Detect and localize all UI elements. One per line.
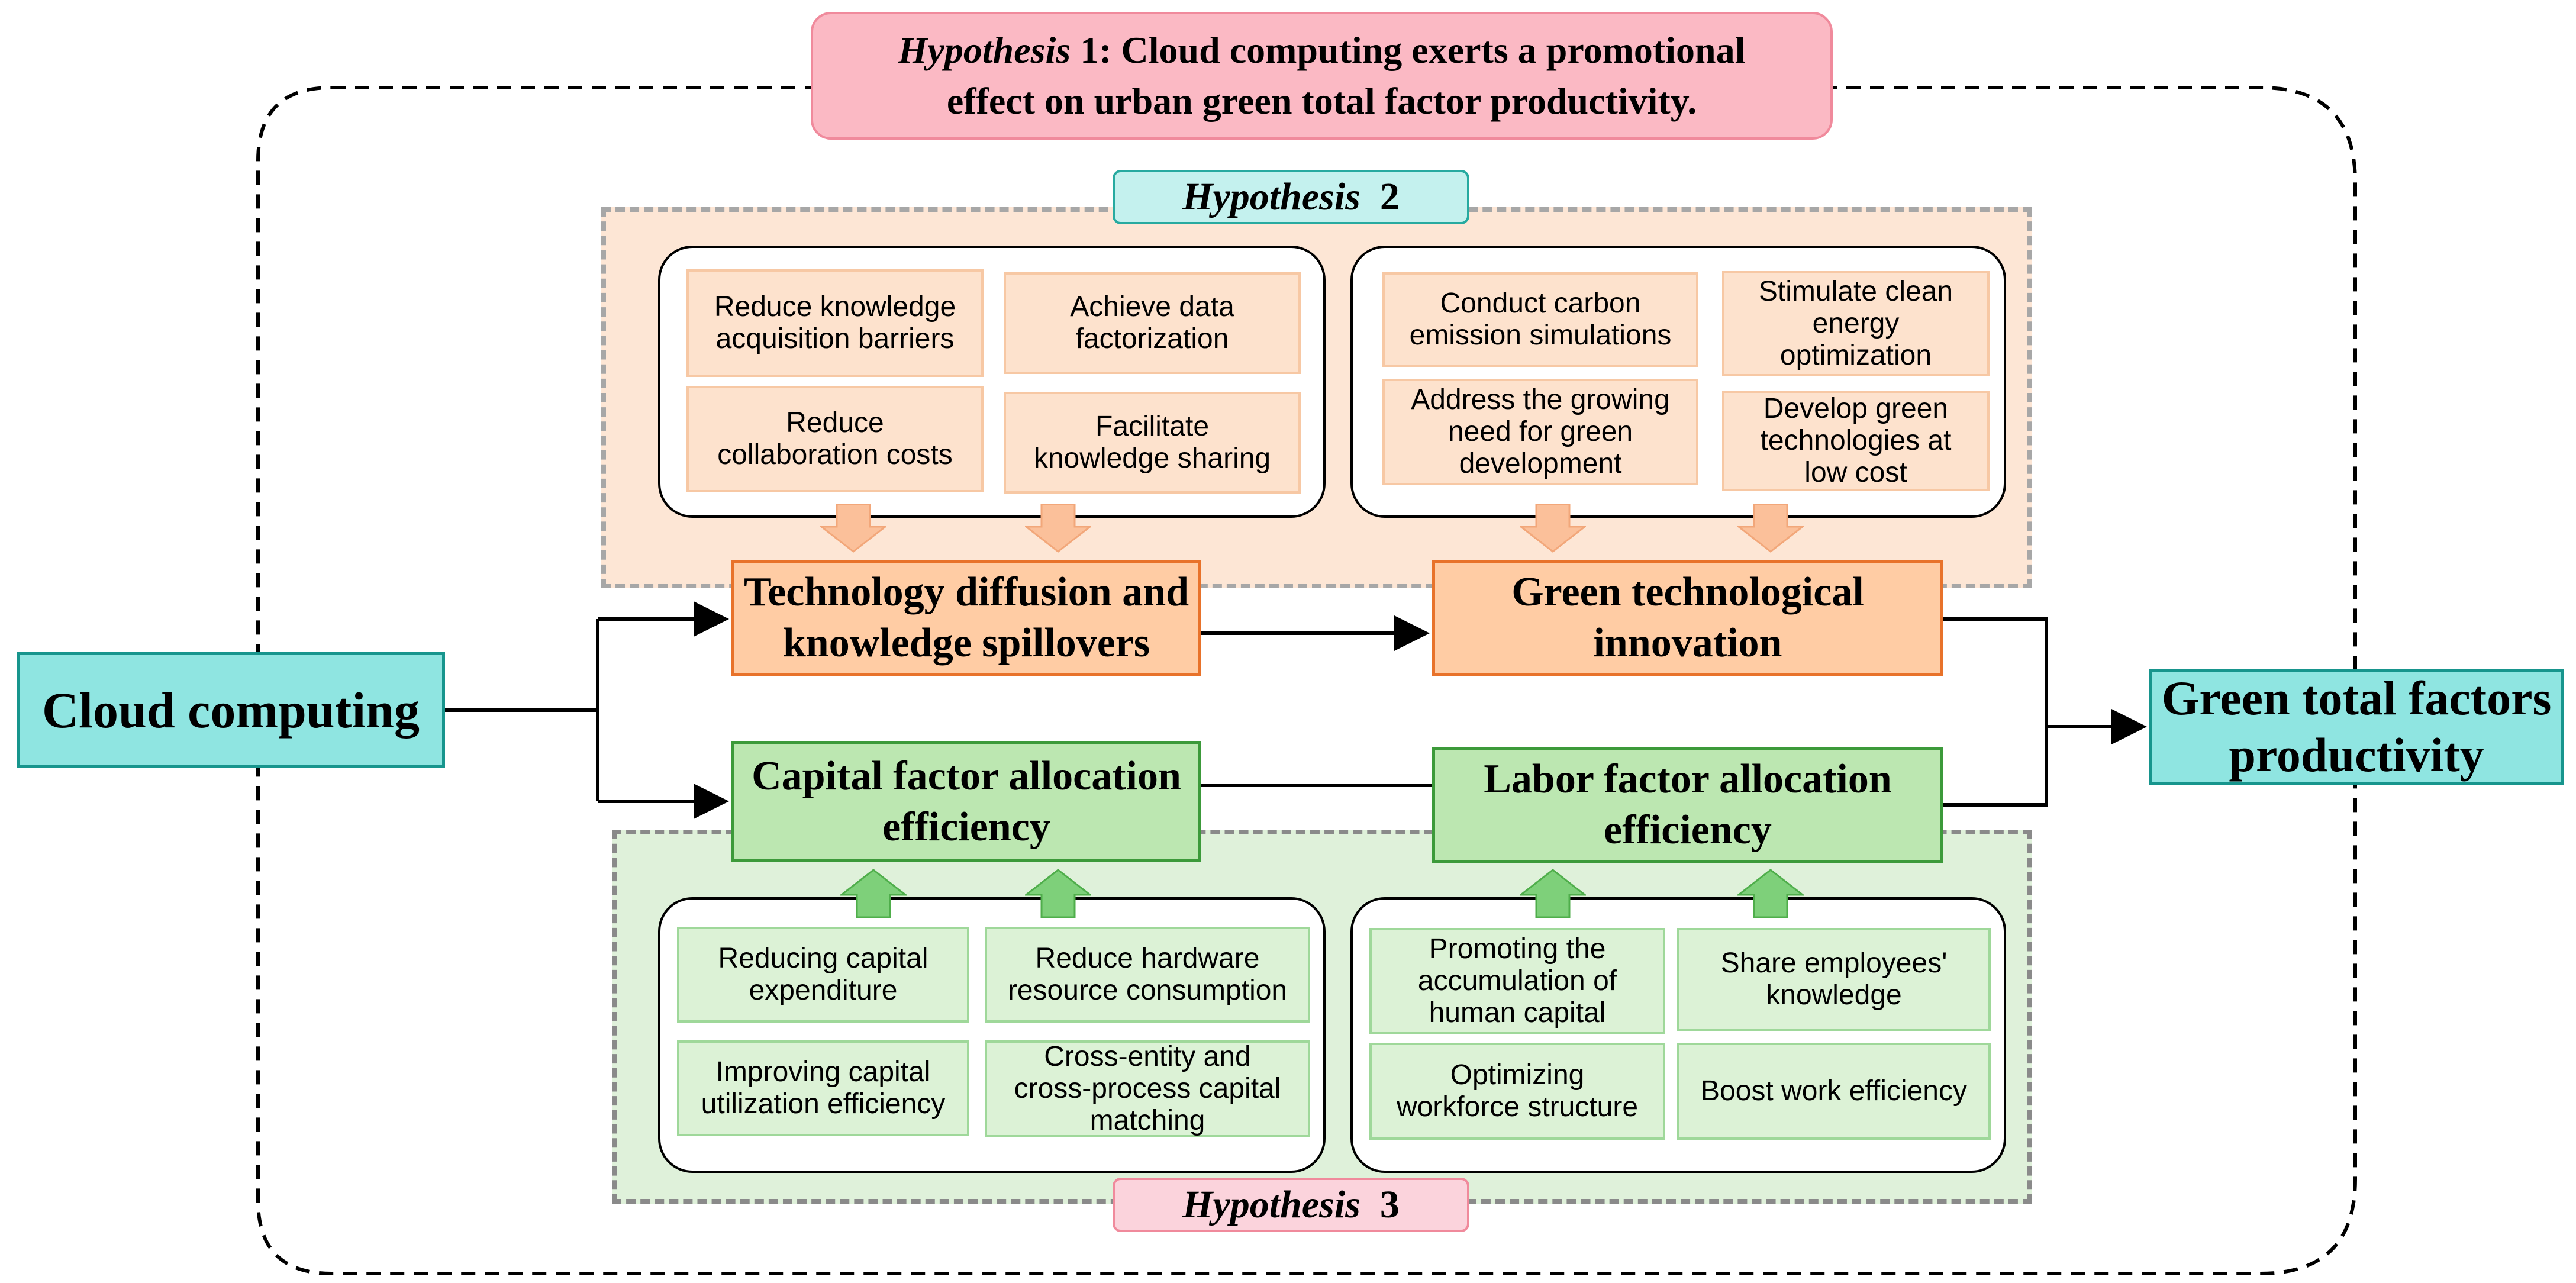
capital-allocation-label: Capital factor allocation bbox=[752, 753, 1181, 799]
down-arrow-icon bbox=[1025, 504, 1091, 553]
down-arrow-icon bbox=[1737, 504, 1804, 553]
mechanism-text: Reduce bbox=[786, 407, 884, 439]
mechanism-box: Share employees'knowledge bbox=[1677, 928, 1991, 1031]
labor-allocation-label: efficiency bbox=[1604, 807, 1772, 853]
mechanism-text: cross-process capital bbox=[1014, 1073, 1281, 1104]
mechanism-text: Reducing capital bbox=[718, 943, 928, 974]
connector-green-innovation-out bbox=[1943, 617, 2048, 727]
hypothesis-text: : Cloud computing exerts a promotional bbox=[1099, 29, 1746, 71]
mechanism-text: Reduce knowledge bbox=[714, 291, 956, 323]
technology-diffusion-node: Technology diffusion and knowledge spillo… bbox=[731, 560, 1201, 676]
mechanism-text: development bbox=[1459, 448, 1622, 479]
mechanism-text: emission simulations bbox=[1409, 320, 1672, 351]
down-arrow-icon bbox=[1520, 504, 1586, 553]
up-arrow-icon bbox=[840, 869, 907, 918]
up-arrow-icon bbox=[1025, 869, 1091, 918]
mechanism-text: Boost work efficiency bbox=[1701, 1075, 1967, 1107]
mechanism-text: need for green bbox=[1447, 416, 1633, 447]
mechanism-text: matching bbox=[1089, 1105, 1205, 1136]
capital-allocation-node: Capital factor allocation efficiency bbox=[731, 741, 1201, 862]
mechanism-text: Achieve data bbox=[1070, 291, 1234, 323]
mechanism-text: Share employees' bbox=[1720, 947, 1948, 979]
labor-allocation-label: Labor factor allocation bbox=[1484, 756, 1892, 802]
mechanism-text: Optimizing bbox=[1450, 1059, 1585, 1091]
hypothesis-2-label: Hypothesis 2 bbox=[1113, 170, 1469, 224]
mechanism-text: factorization bbox=[1075, 323, 1229, 354]
hypothesis-3-label: Hypothesis 3 bbox=[1113, 1178, 1469, 1232]
mechanism-text: Reduce hardware bbox=[1035, 943, 1260, 974]
green-tfp-label: Green total factors bbox=[2161, 671, 2552, 725]
mechanism-text: utilization efficiency bbox=[701, 1088, 946, 1120]
mechanism-box: Boost work efficiency bbox=[1677, 1043, 1991, 1140]
cloud-computing-label: Cloud computing bbox=[42, 682, 420, 739]
hypothesis-1-label: Hypothesis 1: Cloud computing exerts a p… bbox=[811, 12, 1833, 140]
labor-allocation-node: Labor factor allocation efficiency bbox=[1432, 747, 1943, 863]
green-innovation-node: Green technological innovation bbox=[1432, 560, 1943, 676]
mechanism-text: knowledge sharing bbox=[1033, 443, 1271, 474]
up-arrow-icon bbox=[1520, 869, 1586, 918]
mechanism-text: optimization bbox=[1779, 340, 1932, 371]
mechanism-text: workforce structure bbox=[1396, 1091, 1639, 1123]
mechanism-text: collaboration costs bbox=[717, 439, 953, 470]
mechanism-text: energy bbox=[1812, 308, 1900, 339]
mechanism-text: knowledge bbox=[1766, 979, 1902, 1011]
mechanism-text: resource consumption bbox=[1007, 975, 1288, 1006]
mechanism-text: human capital bbox=[1429, 997, 1606, 1029]
cloud-computing-node: Cloud computing bbox=[17, 652, 445, 768]
mechanism-text: Stimulate clean bbox=[1758, 276, 1953, 307]
hypothesis-1-frame bbox=[256, 86, 2357, 1275]
hypothesis-number: 2 bbox=[1379, 175, 1400, 218]
hypothesis-word: Hypothesis bbox=[1182, 175, 1360, 218]
green-innovation-label: innovation bbox=[1593, 620, 1782, 666]
down-arrow-icon bbox=[820, 504, 886, 553]
up-arrow-icon bbox=[1737, 869, 1804, 918]
mechanism-text: Promoting the bbox=[1429, 933, 1606, 965]
mechanism-text: low cost bbox=[1804, 457, 1907, 488]
technology-diffusion-label: knowledge spillovers bbox=[782, 620, 1150, 666]
green-innovation-label: Green technological bbox=[1511, 569, 1864, 615]
mechanism-text: Conduct carbon bbox=[1440, 288, 1641, 319]
hypothesis-word: Hypothesis bbox=[1182, 1183, 1360, 1226]
mechanism-text: expenditure bbox=[749, 975, 898, 1006]
green-tfp-label: productivity bbox=[2229, 728, 2484, 782]
technology-diffusion-label: Technology diffusion and bbox=[743, 569, 1189, 615]
connector-labor-out bbox=[1943, 727, 2048, 807]
mechanism-text: Improving capital bbox=[715, 1056, 931, 1088]
hypothesis-text: effect on urban green total factor produ… bbox=[946, 80, 1697, 122]
mechanism-text: Develop green bbox=[1763, 393, 1949, 424]
hypothesis-number: 3 bbox=[1379, 1183, 1400, 1226]
mechanism-text: acquisition barriers bbox=[715, 323, 955, 354]
mechanism-text: technologies at bbox=[1760, 425, 1952, 456]
mechanism-text: Facilitate bbox=[1095, 411, 1210, 442]
mechanism-text: Cross-entity and bbox=[1044, 1041, 1251, 1072]
capital-allocation-label: efficiency bbox=[882, 804, 1050, 850]
hypothesis-number: 1 bbox=[1071, 29, 1100, 71]
mechanism-text: accumulation of bbox=[1417, 965, 1617, 997]
hypothesis-word: Hypothesis bbox=[898, 29, 1071, 71]
mechanism-text: Address the growing bbox=[1411, 384, 1670, 415]
